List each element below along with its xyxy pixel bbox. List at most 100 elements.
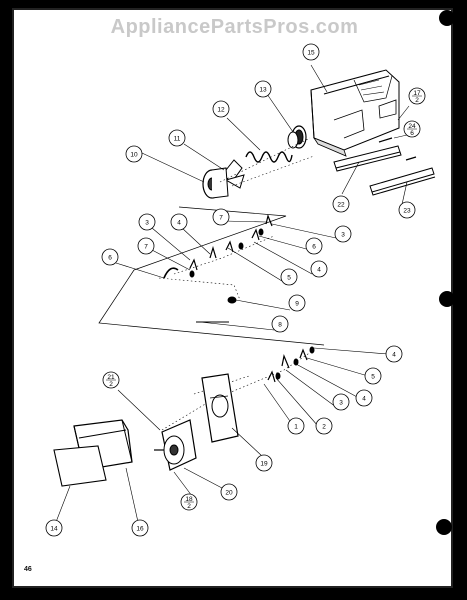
callout-circle	[385, 345, 403, 363]
mounting-plate-part	[201, 373, 239, 443]
callout-number: 9	[295, 301, 299, 308]
callout-circle	[332, 195, 350, 213]
callout-c7a: 7	[212, 208, 230, 226]
callout-circle	[271, 315, 289, 333]
callout-circle	[125, 145, 143, 163]
callout-circle	[302, 43, 320, 61]
binder-hole-bottom	[436, 519, 452, 535]
callout-number: 7	[144, 244, 148, 251]
callout-c4a: 4	[170, 213, 188, 231]
callout-denominator: 2	[187, 503, 191, 510]
callout-c3b: 3	[334, 225, 352, 243]
callout-number: 6	[108, 255, 112, 262]
callout-number: 4	[317, 267, 321, 274]
auger-spring-part	[245, 151, 293, 163]
callout-circle	[332, 393, 350, 411]
callout-circle	[334, 225, 352, 243]
callout-number: 5	[371, 374, 375, 381]
callout-c23: 23	[398, 201, 416, 219]
callout-circle	[364, 367, 382, 385]
callout-c4c: 4	[385, 345, 403, 363]
watermark: AppliancePartsPros.com	[110, 16, 359, 38]
callout-number: 2	[322, 424, 326, 431]
callout-c8: 8	[271, 315, 289, 333]
callout-number: 13	[259, 87, 267, 94]
callout-number: 3	[341, 232, 345, 239]
callout-c7b: 7	[137, 237, 155, 255]
callout-circle	[131, 519, 149, 537]
callout-c6a: 6	[101, 248, 119, 266]
callout-denominator: 2	[109, 381, 113, 388]
callout-number: 4	[362, 396, 366, 403]
leader-lines-mid	[115, 220, 337, 331]
callout-c21: 212	[102, 371, 120, 389]
screw-24-part	[378, 137, 417, 161]
rail-23-part	[369, 167, 436, 196]
leader-lines-upper	[141, 64, 410, 210]
callout-c14: 14	[45, 519, 63, 537]
callout-c11: 11	[168, 129, 186, 147]
callout-circle	[280, 268, 298, 286]
callout-number: 7	[219, 215, 223, 222]
callout-numerator: 24	[408, 123, 416, 130]
callout-number: 8	[278, 322, 282, 329]
callout-number: 20	[225, 490, 233, 497]
leader-19	[231, 427, 263, 457]
callout-c12: 12	[212, 100, 230, 118]
callout-circle	[288, 294, 306, 312]
callout-c13: 13	[254, 80, 272, 98]
callout-c10: 10	[125, 145, 143, 163]
callout-numerator: 18	[185, 496, 193, 503]
leader-14	[55, 485, 71, 523]
callout-c5a: 5	[280, 268, 298, 286]
retainer-ring-part	[287, 125, 307, 149]
callout-circle	[101, 248, 119, 266]
callout-c3c: 3	[332, 393, 350, 411]
parts-diagram-sheet: AppliancePartsPros.com	[12, 8, 453, 588]
callout-numerator: 17	[413, 90, 421, 97]
callout-circle	[220, 483, 238, 501]
callout-denominator: 6	[410, 130, 414, 137]
callout-number: 23	[403, 208, 411, 215]
callout-c18: 182	[180, 493, 198, 511]
callout-circle	[305, 237, 323, 255]
callout-c1: 1	[287, 417, 305, 435]
callout-circle	[255, 454, 273, 472]
leader-lines-motor	[117, 389, 223, 497]
binder-hole-middle	[439, 291, 455, 307]
callout-c22: 22	[332, 195, 350, 213]
callout-circle	[137, 237, 155, 255]
callout-c24: 246	[403, 120, 421, 138]
callout-circle	[45, 519, 63, 537]
exploded-parts-diagram: 1513121110172246222334773664598454321212…	[45, 43, 436, 537]
callout-c5b: 5	[364, 367, 382, 385]
callout-number: 11	[174, 136, 181, 143]
callout-number: 3	[145, 220, 149, 227]
callout-circle	[170, 213, 188, 231]
callout-number: 16	[136, 526, 144, 533]
callout-circle	[212, 208, 230, 226]
callout-number: 3	[339, 400, 343, 407]
lower-hardware-parts	[267, 346, 315, 383]
binder-hole-top	[439, 10, 455, 26]
callout-circle	[315, 417, 333, 435]
callout-number: 14	[50, 526, 58, 533]
leader-lines-lower	[263, 347, 389, 427]
mid-hardware-parts	[163, 214, 273, 323]
callout-c16: 16	[131, 519, 149, 537]
page-number: 46	[24, 566, 32, 573]
callout-number: 19	[260, 461, 268, 468]
callout-c3a: 3	[138, 213, 156, 231]
callout-number: 22	[337, 202, 345, 209]
callout-number: 1	[294, 424, 298, 431]
callout-number: 4	[177, 220, 181, 227]
callout-c4b: 4	[310, 260, 328, 278]
callout-number: 6	[312, 244, 316, 251]
callout-number: 4	[392, 352, 396, 359]
shaft-boundary-lines	[98, 206, 325, 346]
callout-circle	[398, 201, 416, 219]
ice-bucket-part	[310, 69, 400, 157]
callout-circle	[254, 80, 272, 98]
callout-number: 12	[217, 107, 225, 114]
callout-circle	[138, 213, 156, 231]
